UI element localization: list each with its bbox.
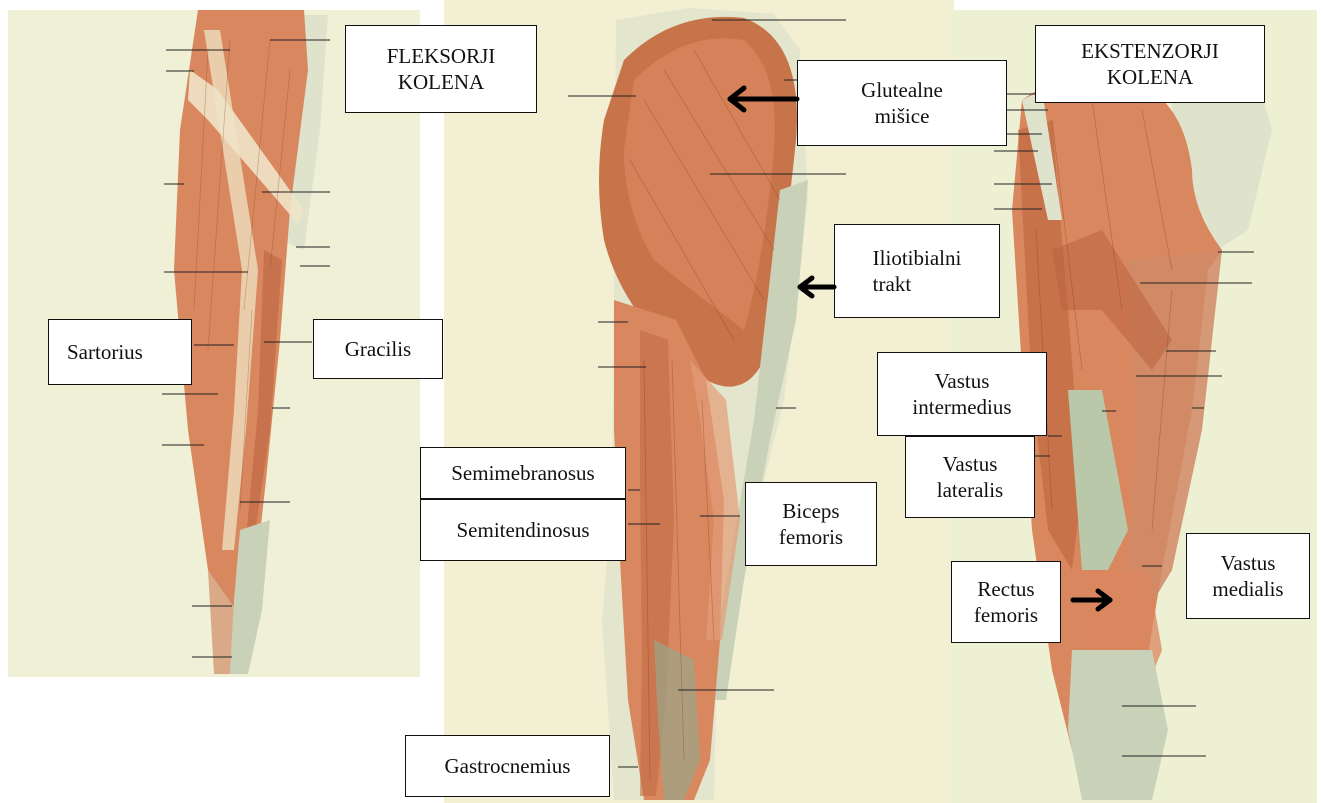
label-line: medialis <box>1212 576 1283 602</box>
label-line: KOLENA <box>387 69 496 95</box>
label-sartorius: Sartorius <box>48 319 192 385</box>
label-semimembranosus: Semimebranosus <box>420 447 626 499</box>
label-line: Vastus <box>912 368 1011 394</box>
label-line: femoris <box>974 602 1038 628</box>
label-gastrocnemius: Gastrocnemius <box>405 735 610 797</box>
label-line: Iliotibialni <box>873 245 962 271</box>
label-line: Gracilis <box>345 336 411 362</box>
label-line: Biceps <box>779 498 843 524</box>
label-line: Sartorius <box>67 339 143 365</box>
label-line: KOLENA <box>1081 64 1219 90</box>
label-line: Semimebranosus <box>451 460 594 486</box>
label-line: trakt <box>873 271 962 297</box>
label-line: Rectus <box>974 576 1038 602</box>
label-line: lateralis <box>937 477 1003 503</box>
label-line: Gastrocnemius <box>445 753 571 779</box>
label-line: EKSTENZORJI <box>1081 38 1219 64</box>
label-line: Semitendinosus <box>456 517 589 543</box>
label-line: Vastus <box>1212 550 1283 576</box>
label-line: femoris <box>779 524 843 550</box>
label-line: Glutealne <box>861 77 943 103</box>
label-semitendinosus: Semitendinosus <box>420 499 626 561</box>
label-gracilis: Gracilis <box>313 319 443 379</box>
label-line: FLEKSORJI <box>387 43 496 69</box>
label-line: mišice <box>861 103 943 129</box>
label-line: intermedius <box>912 394 1011 420</box>
label-line: Vastus <box>937 451 1003 477</box>
